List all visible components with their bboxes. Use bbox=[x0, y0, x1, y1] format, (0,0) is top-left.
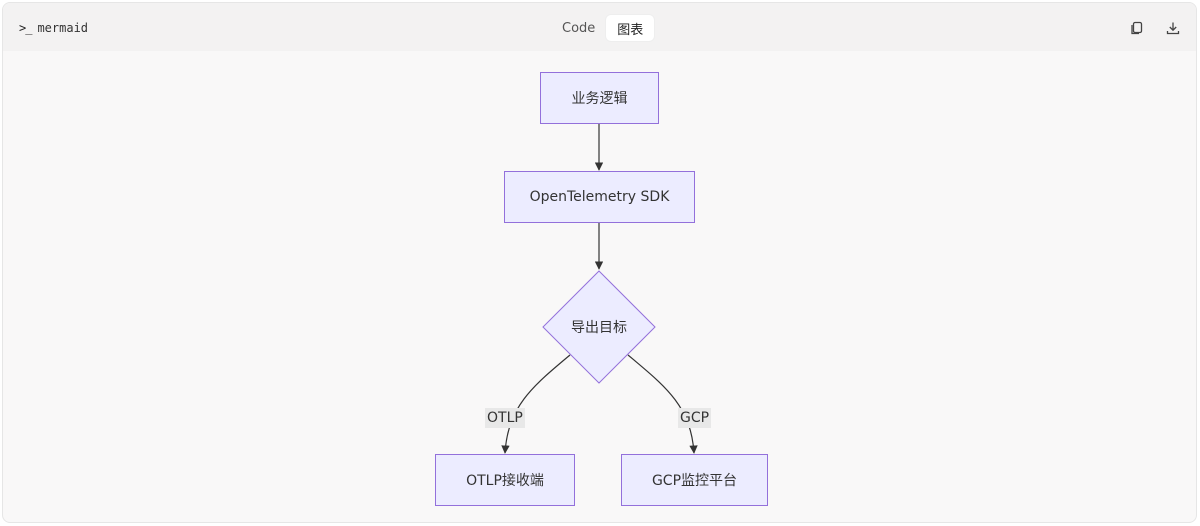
copy-icon bbox=[1131, 21, 1143, 35]
toolbar-actions bbox=[1126, 17, 1184, 39]
code-block-toolbar: >_ mermaid Code 图表 bbox=[3, 3, 1196, 51]
diagram-canvas: 业务逻辑 OpenTelemetry SDK 导出目标 OTLP GCP OTL… bbox=[3, 51, 1196, 522]
view-tabs: Code 图表 bbox=[551, 15, 655, 41]
language-label: mermaid bbox=[37, 21, 89, 35]
copy-button[interactable] bbox=[1126, 17, 1148, 39]
language-indicator: >_ mermaid bbox=[19, 19, 88, 37]
node-otlp-receiver: OTLP接收端 bbox=[435, 454, 575, 506]
edge-export-to-otlp bbox=[501, 354, 571, 454]
terminal-prompt-icon: >_ bbox=[19, 21, 32, 35]
tab-diagram[interactable]: 图表 bbox=[606, 15, 655, 41]
node-opentelemetry-sdk: OpenTelemetry SDK bbox=[504, 171, 695, 223]
decision-diamond-shape bbox=[542, 270, 656, 384]
edge-label-otlp: OTLP bbox=[485, 408, 525, 428]
edge-label-gcp: GCP bbox=[678, 408, 712, 428]
diagram-edges bbox=[501, 124, 698, 454]
node-export-target: 导出目标 bbox=[571, 320, 627, 336]
download-icon bbox=[1166, 22, 1180, 35]
tab-code[interactable]: Code bbox=[562, 20, 596, 36]
node-gcp-platform: GCP监控平台 bbox=[621, 454, 768, 506]
edge-export-to-gcp bbox=[627, 354, 698, 454]
node-business-logic: 业务逻辑 bbox=[540, 72, 659, 124]
download-button[interactable] bbox=[1162, 17, 1184, 39]
